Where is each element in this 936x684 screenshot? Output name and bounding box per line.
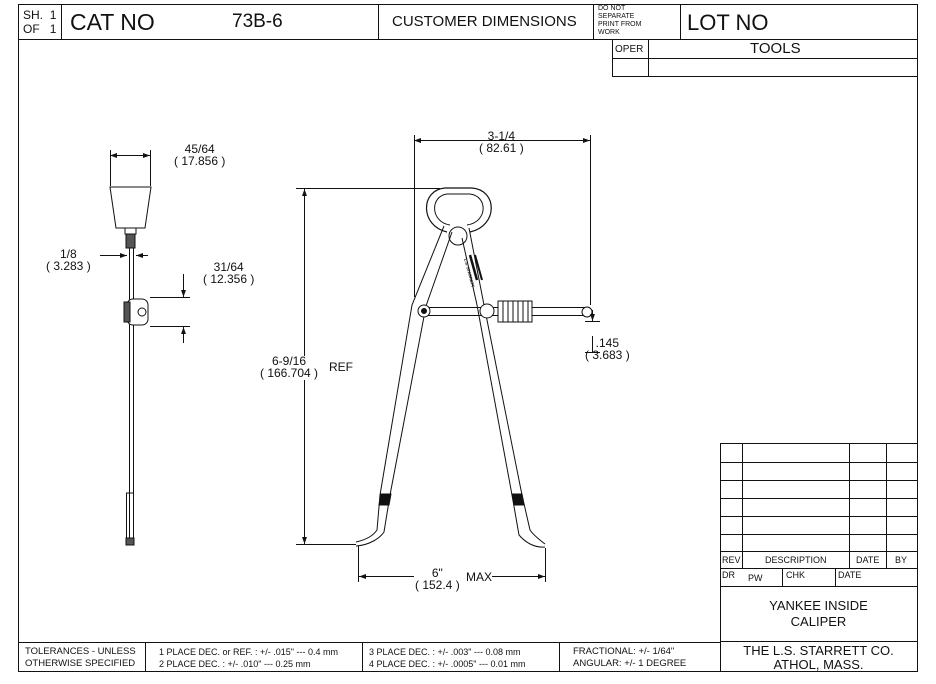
do-not-separate-note: DO NOT SEPARATE PRINT FROM WORK [598, 5, 642, 36]
tolerances-col2: 3 PLACE DEC. : +/- .003" --- 0.08 mm 4 P… [369, 647, 526, 669]
sheet-of-label: OF 1 [23, 22, 57, 36]
dim-span-top: 3-1/4 ( 82.61 ) [479, 129, 524, 155]
rev-label: REV [722, 555, 741, 565]
dim-width-top: 45/64 ( 17.856 ) [174, 142, 226, 168]
lot-no-label: LOT NO [687, 10, 769, 35]
dim-rod: 1/8 ( 3.283 ) [46, 247, 91, 273]
date-label: DATE [856, 555, 880, 565]
oper-label: OPER [615, 44, 644, 55]
side-view [100, 150, 190, 546]
dim-nut: 31/64 ( 12.356 ) [203, 260, 255, 286]
tools-label: TOOLS [750, 40, 801, 57]
sheet-label: SH. 1 [23, 8, 57, 22]
description-label: DESCRIPTION [765, 555, 827, 565]
dim-height: 6-9/16 ( 166.704 ) [260, 354, 319, 380]
company-name: THE L.S. STARRETT CO. ATHOL, MASS. [743, 643, 894, 672]
part-name: YANKEE INSIDE CALIPER [769, 598, 868, 629]
by-label: BY [895, 555, 908, 565]
tolerances-col1: 1 PLACE DEC. or REF. : +/- .015" --- 0.4… [159, 647, 338, 669]
dim-max-suffix: MAX [466, 570, 493, 584]
cat-no-label: CAT NO [70, 9, 155, 35]
tolerances-col3: FRACTIONAL: +/- 1/64" ANGULAR: +/- 1 DEG… [573, 646, 687, 669]
dr-value: PW [748, 573, 763, 583]
front-view [296, 135, 600, 582]
date2-label: DATE [838, 570, 862, 580]
sheet-border [18, 4, 918, 672]
tolerances-title: TOLERANCES - UNLESS OTHERWISE SPECIFIED [25, 646, 136, 669]
customer-dimensions-label: CUSTOMER DIMENSIONS [392, 13, 577, 30]
dr-label: DR [722, 570, 735, 580]
dim-max-opening: 6" ( 152.4 ) [415, 566, 460, 592]
dim-height-ref: REF [329, 360, 353, 374]
chk-label: CHK [786, 570, 806, 580]
dim-ball: .145 ( 3.683 ) [585, 336, 630, 362]
cat-no-value: 73B-6 [232, 11, 283, 32]
